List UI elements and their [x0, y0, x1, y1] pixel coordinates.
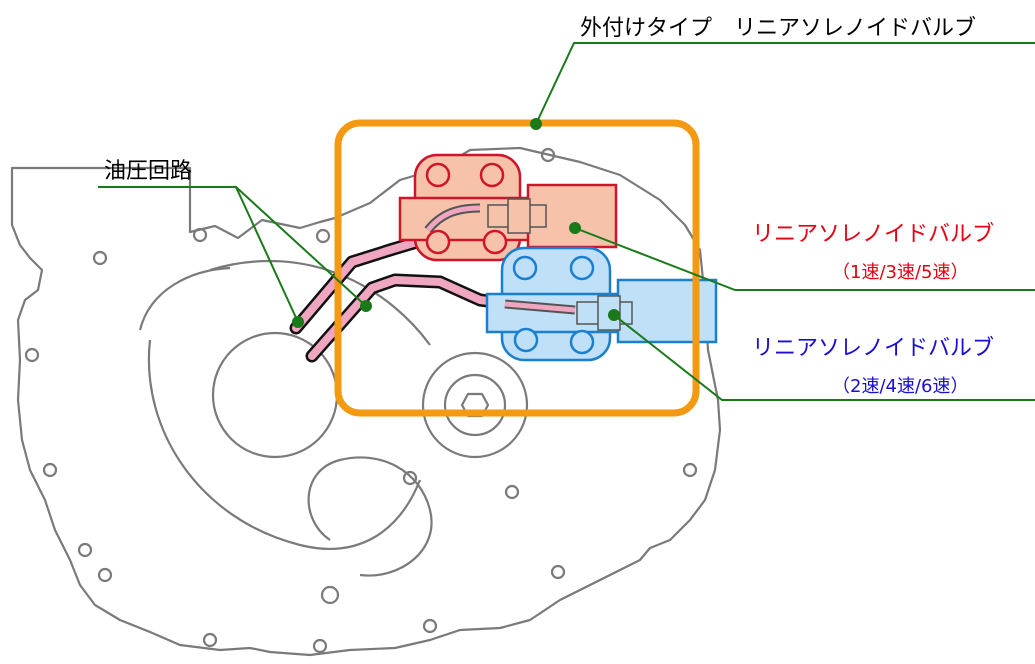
red-valve-label: リニアソレノイドバルブ [752, 222, 995, 247]
external-valve-highlight-frame [334, 119, 700, 417]
leader-lines [98, 42, 1035, 401]
blue-solenoid-valve [485, 246, 718, 362]
title-leader-dot [530, 118, 542, 130]
circuit-leader-2 [235, 186, 367, 307]
drain-boss-outer [421, 351, 529, 459]
leader-dots [292, 118, 620, 328]
blue-valve-label: リニアソレノイドバルブ [752, 336, 995, 361]
red-valve-leader-dot [569, 222, 581, 234]
circuit-leader-dot-2 [360, 300, 372, 312]
diagram-title: 外付けタイプ リニアソレノイドバルブ [580, 16, 977, 41]
circuit-leader-dot-1 [292, 316, 304, 328]
blue-valve-speeds-label: （2速/4速/6速） [832, 376, 969, 397]
hydraulic-circuit-label: 油圧回路 [104, 159, 193, 184]
blue-valve-leader [613, 314, 1035, 401]
red-solenoid-valve [398, 153, 618, 262]
lower-cover [307, 456, 433, 577]
circuit-leader-1 [98, 186, 299, 323]
red-valve-leader [574, 227, 1035, 291]
title-leader [535, 42, 1035, 125]
blue-valve-leader-dot [608, 309, 620, 321]
red-valve-speeds-label: （1速/3速/5速） [832, 262, 969, 283]
